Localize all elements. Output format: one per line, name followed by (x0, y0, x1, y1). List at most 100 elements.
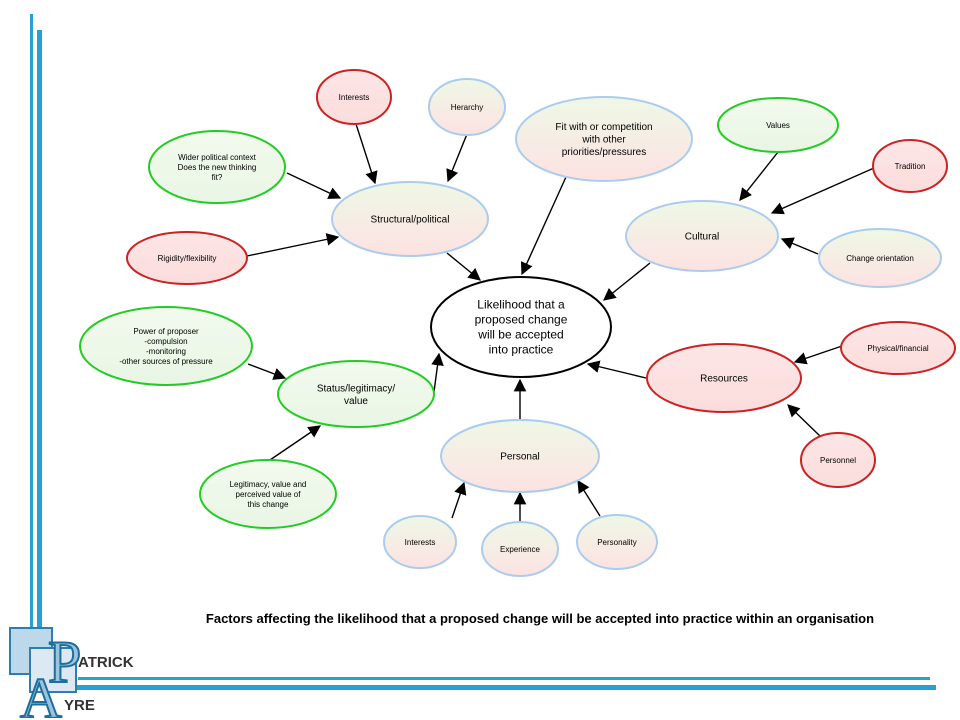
node-label: Legitimacy, value and (230, 480, 307, 489)
node-label: Personal (500, 452, 539, 463)
node-label: Cultural (685, 232, 719, 243)
arrow-edge (431, 352, 444, 393)
logo-letter-p: P (48, 629, 81, 695)
node-ellipse (331, 181, 489, 257)
arrow-edge (787, 404, 823, 439)
node-label: fit? (212, 173, 223, 182)
node-ellipse (625, 200, 779, 272)
node-label: perceived value of (236, 490, 302, 499)
node-ellipse (148, 130, 286, 204)
node-label: Interests (405, 538, 436, 547)
node-rigidity: Rigidity/flexibility (126, 231, 248, 285)
arrow-edge (446, 252, 481, 281)
node-cultural: Cultural (625, 200, 779, 272)
node-ellipse (316, 69, 392, 125)
node-ellipse (818, 228, 942, 288)
node-ellipse (440, 419, 600, 493)
node-experience: Experience (481, 521, 559, 577)
node-ellipse (277, 360, 435, 428)
node-label: will be accepted (477, 328, 563, 342)
bottom-rail-thin (78, 677, 930, 680)
node-label: Personality (597, 538, 637, 547)
node-label: Does the new thinking (178, 163, 257, 172)
node-label: into practice (489, 343, 554, 357)
node-label: Interests (339, 93, 370, 102)
node-label: Rigidity/flexibility (158, 254, 217, 263)
node-fit: Fit with or competition with otherpriorit… (515, 96, 693, 182)
node-ellipse (717, 97, 839, 153)
arrow-connectors (246, 123, 875, 521)
node-personality: Personality (576, 514, 658, 570)
arrow-edge (355, 123, 378, 185)
node-structural: Structural/political (331, 181, 489, 257)
node-label: with other (581, 135, 626, 146)
patrick-ayre-logo: P A ATRICK YRE (9, 627, 134, 718)
node-status: Status/legitimacy/value (277, 360, 435, 428)
node-label: Wider political context (178, 153, 257, 162)
node-label: Personnel (820, 456, 856, 465)
arrow-edge (793, 345, 843, 365)
node-interests-top: Interests (316, 69, 392, 125)
bottom-rail-thick (72, 685, 936, 690)
node-ellipse (383, 515, 457, 569)
node-ellipse (800, 432, 876, 488)
node-label: -compulsion (144, 337, 187, 346)
node-change-orient: Change orientation (818, 228, 942, 288)
arrow-edge (770, 167, 875, 215)
node-ellipse (126, 231, 248, 285)
node-ellipse (646, 343, 802, 413)
node-physical: Physical/financial (840, 321, 956, 375)
node-herarchy: Herarchy (428, 78, 506, 136)
node-power: Power of proposer-compulsion-monitoring-… (79, 306, 253, 386)
node-ellipse (840, 321, 956, 375)
node-label: Values (766, 121, 790, 130)
node-label: Physical/financial (867, 344, 929, 353)
node-label: Experience (500, 545, 541, 554)
arrow-edge (246, 233, 340, 257)
arrow-edge (603, 262, 651, 301)
diagram-caption: Factors affecting the likelihood that a … (205, 611, 875, 626)
arrow-edge (247, 363, 287, 380)
node-label: Fit with or competition (555, 122, 652, 133)
node-label: Likelihood that a (477, 298, 565, 312)
arrow-edge (520, 176, 567, 276)
node-label: Power of proposer (133, 327, 199, 336)
node-label: Change orientation (846, 254, 914, 263)
node-ellipse (872, 139, 948, 193)
node-label: Herarchy (451, 103, 483, 112)
node-ellipse (430, 276, 612, 378)
node-ellipse (199, 459, 337, 529)
node-label: Resources (700, 374, 748, 385)
node-interests-bottom: Interests (383, 515, 457, 569)
node-ellipse (576, 514, 658, 570)
node-personal: Personal (440, 419, 600, 493)
node-label: Tradition (895, 162, 926, 171)
logo-text-bottom: YRE (64, 697, 95, 714)
node-ellipse (515, 96, 693, 182)
node-label: -monitoring (146, 347, 186, 356)
node-label: priorities/pressures (562, 147, 646, 158)
arrow-edge (780, 237, 819, 255)
node-personnel: Personnel (800, 432, 876, 488)
arrow-edge (586, 360, 647, 379)
node-label: Status/legitimacy/ (317, 383, 396, 394)
arrow-edge (739, 151, 779, 201)
left-rail-thick (37, 30, 42, 658)
arrow-edge (451, 481, 467, 519)
node-ellipse (79, 306, 253, 386)
arrow-edge (446, 133, 468, 183)
arrow-edge (269, 425, 322, 461)
node-tradition: Tradition (872, 139, 948, 193)
node-ellipse (481, 521, 559, 577)
logo-text-top: ATRICK (78, 654, 134, 671)
node-label: Structural/political (371, 215, 450, 226)
node-resources: Resources (646, 343, 802, 413)
logo-letter-a: A (20, 666, 62, 718)
node-label: -other sources of pressure (119, 357, 213, 366)
arrow-edge (286, 172, 342, 199)
